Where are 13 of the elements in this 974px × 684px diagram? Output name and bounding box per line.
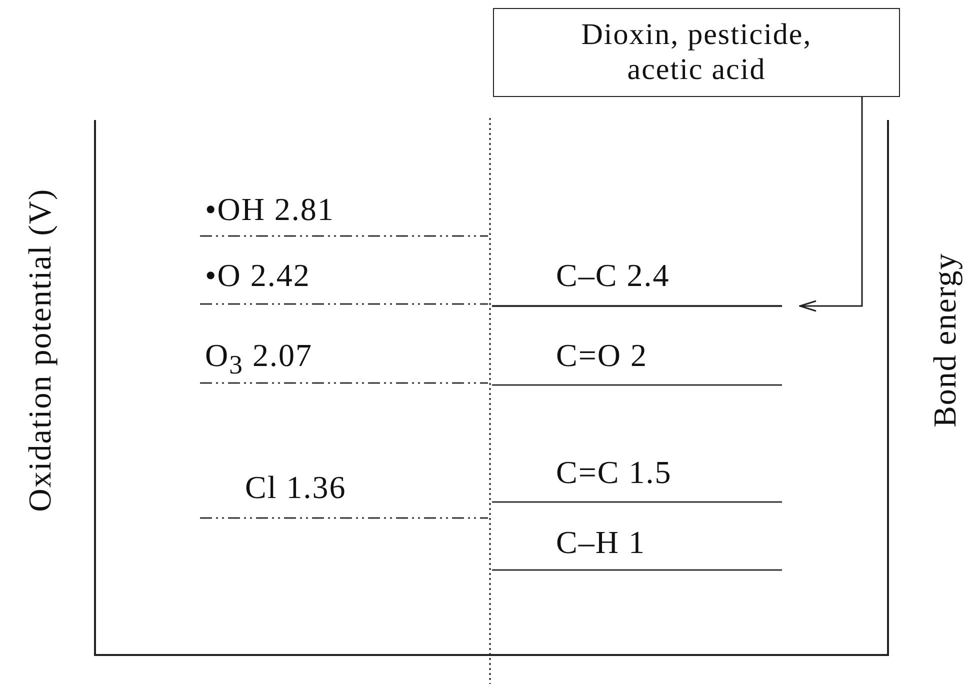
level-label: C–H 1 [556, 525, 646, 560]
level-label: C=C 1.5 [556, 455, 672, 490]
axis-label: Oxidation potential (V) [22, 188, 58, 512]
level-label: Cl 1.36 [245, 470, 346, 506]
axis-label: Bond energy [927, 252, 963, 428]
arrow [799, 97, 863, 312]
level-label: C=O 2 [556, 338, 648, 374]
level-label: O$_{3}$ 2.07 [205, 338, 312, 380]
bond-level-line [492, 305, 782, 307]
level-label: •OH 2.81 [205, 192, 334, 228]
level-label: C–C 2.4 [556, 258, 670, 294]
text-box: Dioxin, pesticide, acetic acid [493, 8, 900, 97]
level-label: •O 2.42 [205, 258, 310, 294]
